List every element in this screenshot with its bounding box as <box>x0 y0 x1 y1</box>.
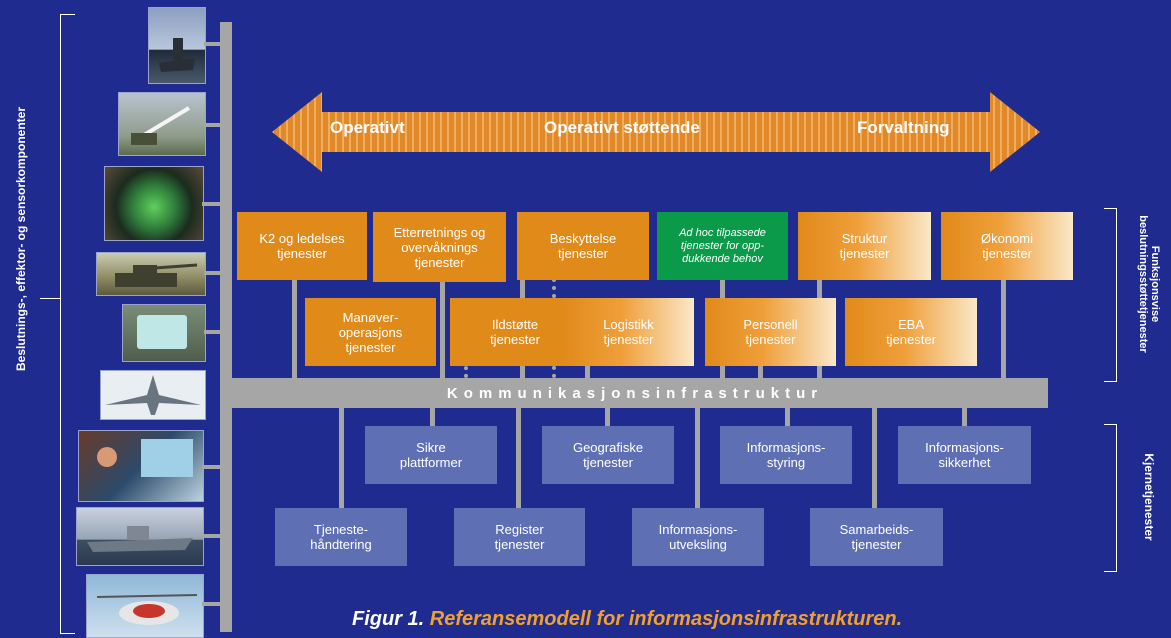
submarine-image <box>148 7 206 84</box>
connector <box>292 280 297 378</box>
service-box-ad-hoc: Ad hoc tilpassede tjenester for opp- duk… <box>657 212 788 280</box>
infrastructure-label: Kommunikasjonsinfrastruktur <box>446 384 824 402</box>
arrow-label-operativt-stottende: Operativt støttende <box>544 118 700 137</box>
backbone-tick <box>204 42 220 46</box>
backbone-tick <box>204 330 220 334</box>
service-box-k2: K2 og ledelses tjenester <box>237 212 367 280</box>
infrastructure-bar: Kommunikasjonsinfrastruktur <box>222 378 1048 408</box>
core-box-sikre-plattformer: Sikre plattformer <box>365 426 497 484</box>
core-box-informasjonsutveksling: Informasjons- utveksling <box>632 508 764 566</box>
operator-at-console-image <box>78 430 204 502</box>
backbone-tick <box>204 123 220 127</box>
tank-image <box>96 252 206 296</box>
left-bracket-tick <box>40 298 60 299</box>
service-box-manover: Manøver- operasjons tjenester <box>305 298 436 366</box>
handheld-device-image <box>122 304 206 362</box>
service-box-beskyttelse: Beskyttelse tjenester <box>517 212 649 280</box>
left-bracket <box>60 14 75 634</box>
core-box-tjenestehandtering: Tjeneste- håndtering <box>275 508 407 566</box>
frigate-image <box>76 507 204 566</box>
right-bottom-bracket <box>1104 424 1117 572</box>
helicopter-image <box>86 574 204 638</box>
service-box-logistikk: Logistikk tjenester <box>563 298 694 366</box>
core-box-samarbeid: Samarbeids- tjenester <box>810 508 943 566</box>
right-top-label-text: Funksjonsvise beslutningsstøttetjenester <box>1137 215 1161 353</box>
connector <box>440 282 445 378</box>
service-box-etterretning: Etterretnings og overvåknings tjenester <box>373 212 506 282</box>
connector <box>962 408 967 426</box>
connector <box>516 408 521 508</box>
service-box-okonomi: Økonomi tjenester <box>941 212 1073 280</box>
right-top-label: Funksjonsvise beslutningsstøttetjenester <box>1137 184 1161 384</box>
fighter-jet-image <box>100 370 206 420</box>
connector <box>430 408 435 426</box>
connector <box>695 408 700 508</box>
service-box-personell: Personell tjenester <box>705 298 836 366</box>
arrow-label-forvaltning: Forvaltning <box>857 118 950 137</box>
connector <box>1001 280 1006 378</box>
core-box-informasjonsstyring: Informasjons- styring <box>720 426 852 484</box>
caption-prefix: Figur 1. <box>352 608 425 630</box>
connector <box>785 408 790 426</box>
backbone-tick <box>202 465 220 469</box>
service-box-struktur: Struktur tjenester <box>798 212 931 280</box>
backbone-tick <box>202 202 220 206</box>
backbone-tick <box>202 534 220 538</box>
core-box-informasjonssikkerhet: Informasjons- sikkerhet <box>898 426 1031 484</box>
left-vertical-label: Beslutnings-, effektor- og sensorkompone… <box>14 106 28 372</box>
radar-scope-image <box>104 166 204 241</box>
vertical-backbone <box>220 22 232 632</box>
missile-launch-image <box>118 92 206 156</box>
core-box-register: Register tjenester <box>454 508 585 566</box>
service-box-eba: EBA tjenester <box>845 298 977 366</box>
core-box-geografiske: Geografiske tjenester <box>542 426 674 484</box>
right-top-bracket <box>1104 208 1117 382</box>
backbone-tick <box>204 271 220 275</box>
connector <box>605 408 610 426</box>
connector <box>872 408 877 508</box>
arrow-label-operativt: Operativt <box>330 118 405 137</box>
right-bottom-label: Kjernetjenester <box>1142 453 1156 541</box>
figure-caption: Figur 1. Referansemodell for informasjon… <box>352 608 902 631</box>
caption-text: Referansemodell for informasjonsinfrastr… <box>429 608 903 630</box>
double-arrow <box>272 92 1040 172</box>
backbone-tick <box>202 602 220 606</box>
connector <box>339 408 344 508</box>
service-box-ildstotte: Ildstøtte tjenester <box>450 298 580 366</box>
